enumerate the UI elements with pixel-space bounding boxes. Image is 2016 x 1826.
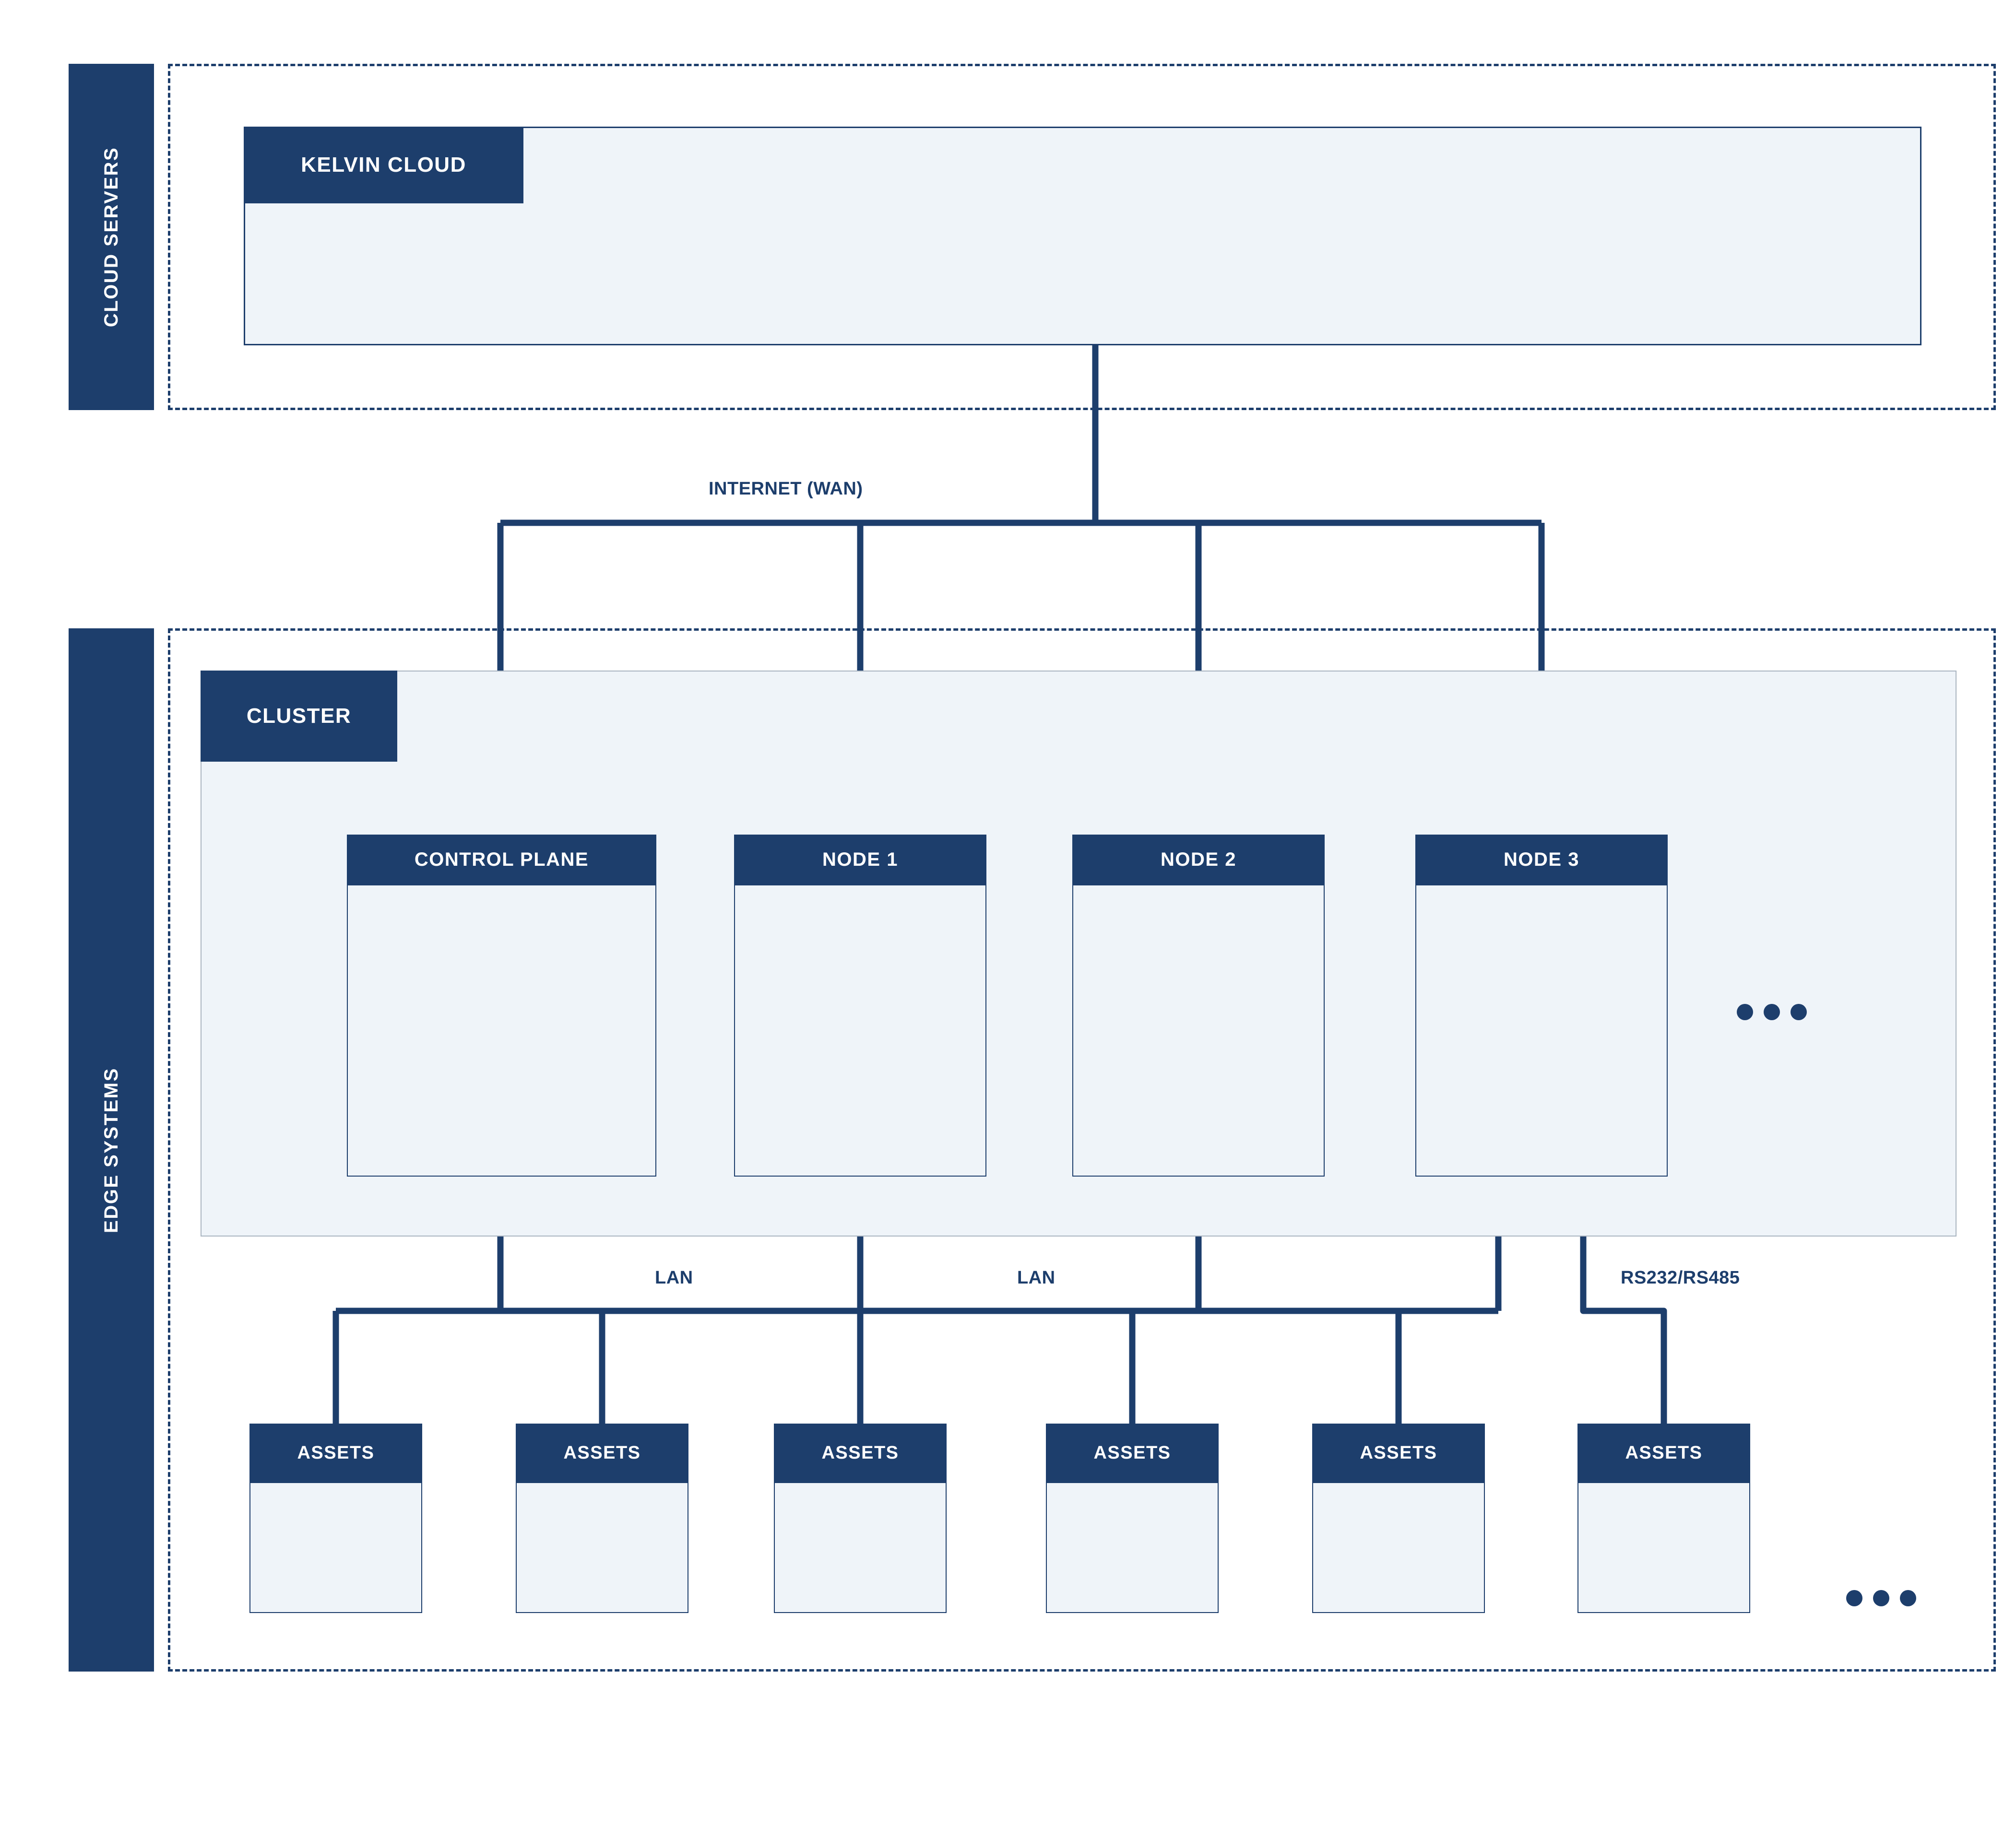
asset-box-6[interactable]: ASSETS [1577, 1424, 1750, 1613]
node-1-body [734, 884, 986, 1177]
asset-box-1-header: ASSETS [249, 1424, 422, 1482]
zone-cloud-servers [168, 64, 1996, 410]
link-label-wan: INTERNET (WAN) [709, 479, 863, 499]
zone-tab-edge-systems: EDGE SYSTEMS [69, 628, 154, 1672]
ellipsis-dot-icon [1873, 1590, 1889, 1606]
asset-box-4-body [1046, 1482, 1219, 1613]
asset-box-3[interactable]: ASSETS [774, 1424, 947, 1613]
cluster-header: CLUSTER [201, 671, 397, 762]
node-2-header: NODE 2 [1072, 835, 1325, 884]
kelvin-cloud-panel[interactable]: KELVIN CLOUD [244, 127, 1921, 345]
node-3-header: NODE 3 [1415, 835, 1668, 884]
asset-box-1-label: ASSETS [297, 1443, 375, 1463]
kelvin-cloud-header: KELVIN CLOUD [244, 127, 523, 203]
link-label-lan-left: LAN [655, 1268, 693, 1288]
node-1[interactable]: NODE 1 [734, 835, 986, 1177]
node-control-plane-header: CONTROL PLANE [347, 835, 656, 884]
cluster-more-nodes-ellipsis [1737, 1004, 1807, 1020]
node-1-label: NODE 1 [822, 849, 898, 870]
asset-box-2-label: ASSETS [563, 1443, 641, 1463]
asset-box-5-label: ASSETS [1360, 1443, 1437, 1463]
asset-box-3-body [774, 1482, 947, 1613]
asset-box-2-body [516, 1482, 688, 1613]
asset-box-2-header: ASSETS [516, 1424, 688, 1482]
asset-box-6-label: ASSETS [1625, 1443, 1703, 1463]
asset-box-1-body [249, 1482, 422, 1613]
node-control-plane-body [347, 884, 656, 1177]
node-2-label: NODE 2 [1161, 849, 1236, 870]
zone-tab-cloud-servers: CLOUD SERVERS [69, 64, 154, 410]
node-1-header: NODE 1 [734, 835, 986, 884]
asset-box-6-header: ASSETS [1577, 1424, 1750, 1482]
node-2[interactable]: NODE 2 [1072, 835, 1325, 1177]
node-2-body [1072, 884, 1325, 1177]
asset-box-2[interactable]: ASSETS [516, 1424, 688, 1613]
asset-box-5[interactable]: ASSETS [1312, 1424, 1485, 1613]
asset-box-6-body [1577, 1482, 1750, 1613]
zone-label-edge-systems: EDGE SYSTEMS [101, 1067, 122, 1233]
ellipsis-dot-icon [1846, 1590, 1862, 1606]
node-3[interactable]: NODE 3 [1415, 835, 1668, 1177]
asset-box-4-label: ASSETS [1093, 1443, 1171, 1463]
link-label-serial: RS232/RS485 [1621, 1268, 1740, 1288]
node-control-plane-label: CONTROL PLANE [414, 849, 589, 870]
kelvin-cloud-label: KELVIN CLOUD [301, 153, 466, 177]
node-3-body [1415, 884, 1668, 1177]
asset-box-3-label: ASSETS [821, 1443, 899, 1463]
cluster-label: CLUSTER [246, 704, 352, 728]
asset-box-3-header: ASSETS [774, 1424, 947, 1482]
ellipsis-dot-icon [1900, 1590, 1916, 1606]
node-3-label: NODE 3 [1504, 849, 1579, 870]
node-control-plane[interactable]: CONTROL PLANE [347, 835, 656, 1177]
asset-box-1[interactable]: ASSETS [249, 1424, 422, 1613]
ellipsis-dot-icon [1764, 1004, 1780, 1020]
assets-more-ellipsis [1846, 1590, 1916, 1606]
zone-edge-systems [168, 628, 1996, 1672]
zone-label-cloud-servers: CLOUD SERVERS [101, 146, 122, 328]
link-label-lan-right: LAN [1017, 1268, 1055, 1288]
ellipsis-dot-icon [1737, 1004, 1753, 1020]
asset-box-4-header: ASSETS [1046, 1424, 1219, 1482]
asset-box-5-header: ASSETS [1312, 1424, 1485, 1482]
asset-box-5-body [1312, 1482, 1485, 1613]
asset-box-4[interactable]: ASSETS [1046, 1424, 1219, 1613]
ellipsis-dot-icon [1791, 1004, 1807, 1020]
